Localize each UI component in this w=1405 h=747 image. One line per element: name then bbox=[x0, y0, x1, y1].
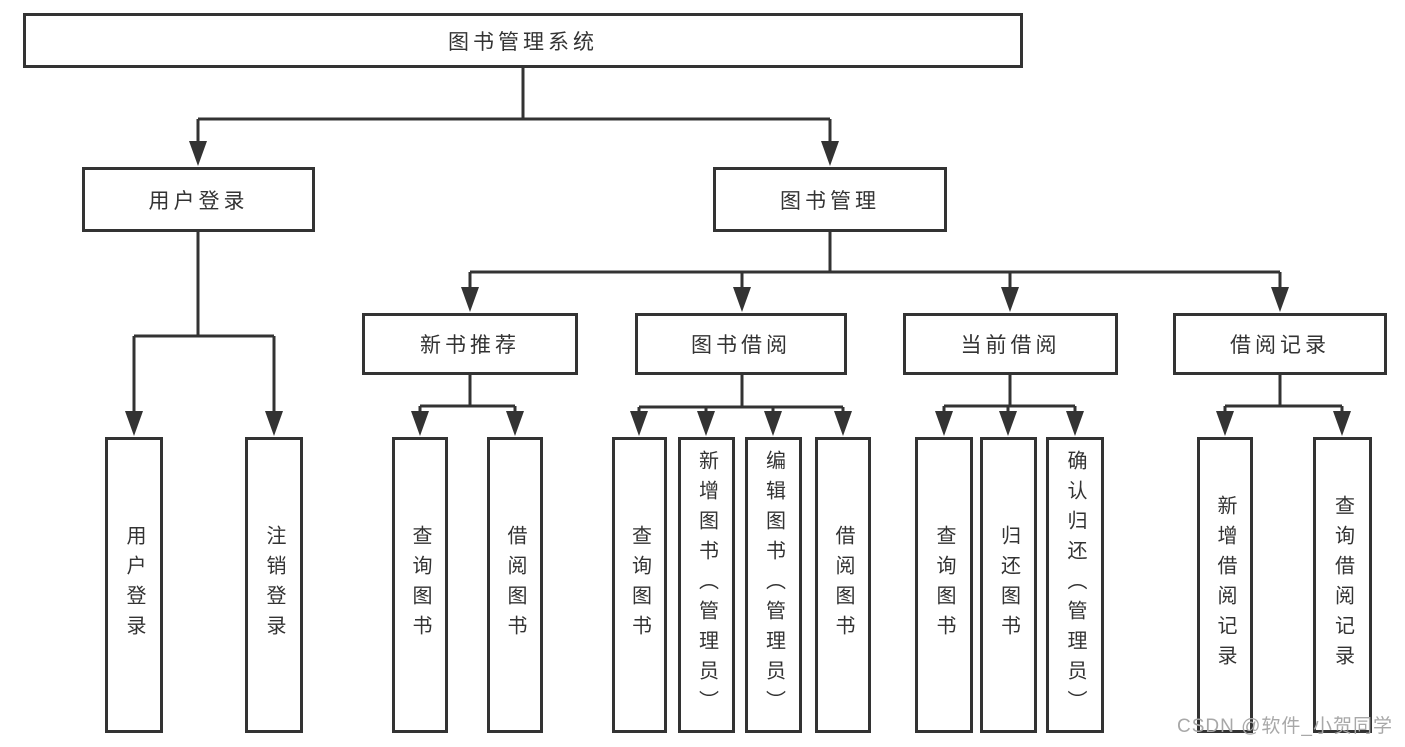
node-label: 查询图书 bbox=[409, 525, 431, 645]
node-label: 图书管理 bbox=[780, 189, 880, 213]
csdn-watermark: CSDN @软件_小贺同学 bbox=[1177, 716, 1393, 737]
leaf-query-books-borrow: 查询图书 bbox=[612, 437, 667, 733]
leaf-query-books-recommend: 查询图书 bbox=[392, 437, 448, 733]
node-borrowing-records: 借阅记录 bbox=[1173, 313, 1387, 375]
node-label: 新书推荐 bbox=[420, 334, 520, 357]
leaf-user-login: 用户登录 bbox=[105, 437, 163, 733]
node-label: 借阅图书 bbox=[832, 525, 854, 645]
node-label: 图书借阅 bbox=[691, 334, 791, 357]
node-new-book-recommendation: 新书推荐 bbox=[362, 313, 578, 375]
leaf-query-books-current: 查询图书 bbox=[915, 437, 973, 733]
node-label: 新增借阅记录 bbox=[1214, 495, 1236, 675]
node-label: 查询图书 bbox=[933, 525, 955, 645]
node-label: 当前借阅 bbox=[960, 334, 1061, 357]
leaf-borrow-books: 借阅图书 bbox=[815, 437, 871, 733]
node-book-management: 图书管理 bbox=[713, 167, 947, 232]
node-label: 归还图书 bbox=[997, 525, 1020, 645]
node-label: 图书管理系统 bbox=[448, 30, 598, 54]
node-user-login: 用户登录 bbox=[82, 167, 315, 232]
leaf-add-book-admin: 新增图书（管理员） bbox=[678, 437, 735, 733]
node-label: 注销登录 bbox=[263, 525, 285, 645]
leaf-return-book: 归还图书 bbox=[980, 437, 1037, 733]
leaf-add-borrow-record: 新增借阅记录 bbox=[1197, 437, 1253, 733]
leaf-edit-book-admin: 编辑图书（管理员） bbox=[745, 437, 802, 733]
leaf-borrow-books-recommend: 借阅图书 bbox=[487, 437, 543, 733]
node-label: 新增图书（管理员） bbox=[695, 450, 718, 720]
node-label: 借阅图书 bbox=[504, 525, 526, 645]
node-current-borrowing: 当前借阅 bbox=[903, 313, 1118, 375]
leaf-logout: 注销登录 bbox=[245, 437, 303, 733]
node-label: 查询图书 bbox=[628, 525, 651, 645]
node-library-management-system: 图书管理系统 bbox=[23, 13, 1023, 68]
leaf-query-borrow-record: 查询借阅记录 bbox=[1313, 437, 1372, 733]
node-label: 查询借阅记录 bbox=[1331, 495, 1354, 675]
node-label: 用户登录 bbox=[148, 189, 249, 213]
node-label: 确认归还（管理员） bbox=[1064, 450, 1086, 720]
leaf-confirm-return-admin: 确认归还（管理员） bbox=[1046, 437, 1104, 733]
node-label: 借阅记录 bbox=[1230, 334, 1330, 357]
node-label: 用户登录 bbox=[123, 525, 145, 645]
node-label: 编辑图书（管理员） bbox=[762, 450, 785, 720]
node-book-borrowing: 图书借阅 bbox=[635, 313, 847, 375]
